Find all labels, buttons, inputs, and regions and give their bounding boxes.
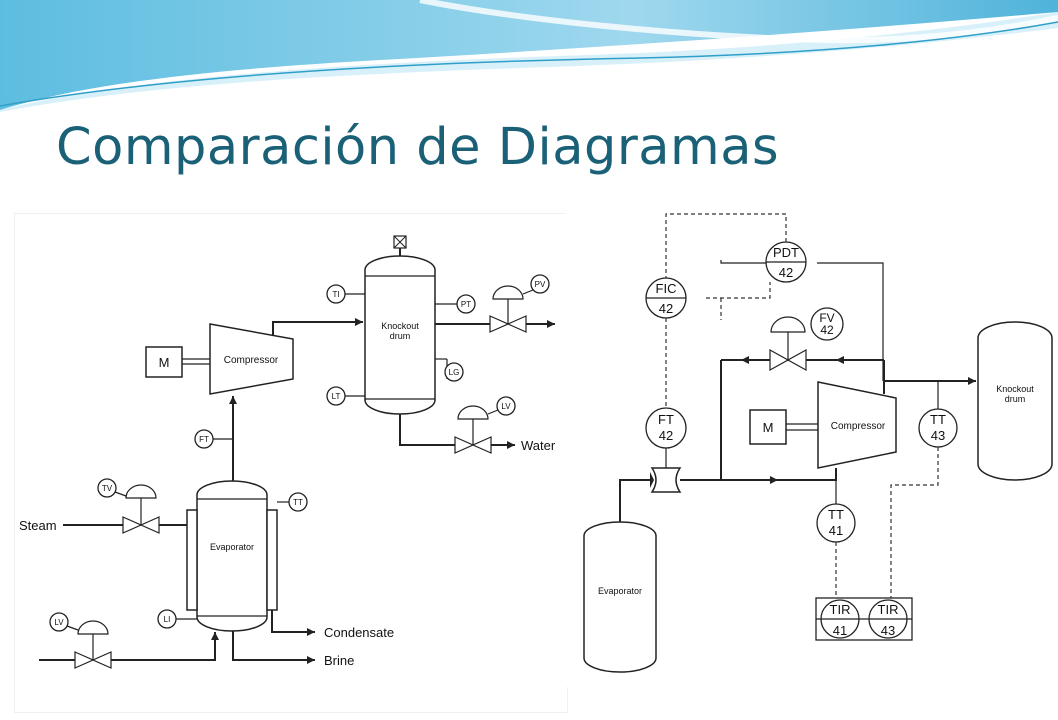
pdt-number: 42 <box>779 265 793 280</box>
pv-instrument-bubble <box>530 274 550 294</box>
compressor-shape <box>209 323 294 395</box>
ti-instrument-bubble <box>326 284 346 304</box>
fv-valve-body-right <box>786 348 807 372</box>
ti-tag: TI <box>332 290 339 299</box>
lv-feed-actuator-icon <box>77 620 109 635</box>
pv-valve-body-left <box>489 315 510 333</box>
fv-actuator-icon <box>770 316 806 333</box>
lv-drum-tag: LV <box>501 402 511 411</box>
tt43-tag: TT <box>930 412 946 427</box>
evaporator-vessel <box>196 480 268 632</box>
pv-tag: PV <box>535 280 546 289</box>
tt-instrument-bubble <box>288 492 308 512</box>
lt-tag: LT <box>332 392 341 401</box>
knockout-drum-label-2: drum <box>390 331 411 341</box>
tv-tag: TV <box>102 484 113 493</box>
tt43-number: 43 <box>931 428 945 443</box>
fv-valve-body-left <box>769 348 790 372</box>
lv-feed-tag: LV <box>54 618 64 627</box>
evaporator-label: Evaporator <box>598 586 642 596</box>
brine-stream-label: Brine <box>324 653 354 668</box>
lv-drum-actuator-icon <box>457 405 489 420</box>
lg-instrument-bubble <box>444 362 464 382</box>
fv-tag: FV <box>819 311 834 325</box>
pid-diagram-left: Knockout drum Compressor M Evaporator FT… <box>14 213 568 713</box>
motor-label: M <box>159 355 170 370</box>
pid-diagram-right-canvas: Knockout drum Evaporator Compressor M FV… <box>583 213 1053 673</box>
motor-box <box>749 409 787 445</box>
tt41-number: 41 <box>829 523 843 538</box>
ft-tag: FT <box>199 435 209 444</box>
tir41-number: 41 <box>833 623 847 638</box>
tt41-tag: TT <box>828 507 844 522</box>
motor-box <box>145 346 183 378</box>
tir43-tag: TIR <box>878 602 899 617</box>
water-stream-label: Water <box>521 438 556 453</box>
tv-actuator-icon <box>125 484 157 499</box>
flow-element-icon <box>650 467 682 493</box>
pt-tag: PT <box>461 300 471 309</box>
li-tag: LI <box>164 615 171 624</box>
motor-label: M <box>763 420 774 435</box>
ft-number: 42 <box>659 428 673 443</box>
compressor-label: Compressor <box>831 421 886 432</box>
lv-drum-instrument-bubble <box>496 396 516 416</box>
slide-title: Comparación de Diagramas <box>56 118 780 177</box>
condensate-stream-label: Condensate <box>324 625 394 640</box>
compressor-shape <box>817 381 897 469</box>
knockout-drum-label-2: drum <box>1005 394 1026 404</box>
knockout-drum-label-1: Knockout <box>381 321 419 331</box>
lg-tag: LG <box>449 368 460 377</box>
pid-diagram-right: Knockout drum Evaporator Compressor M FV… <box>566 200 1058 687</box>
pt-instrument-bubble <box>456 294 476 314</box>
pdt-tag: PDT <box>773 245 799 260</box>
steam-stream-label: Steam <box>19 518 57 533</box>
fic-number: 42 <box>659 301 673 316</box>
tt-tag: TT <box>293 498 303 507</box>
pv-valve-body-right <box>506 315 527 333</box>
evaporator-vessel <box>583 521 657 673</box>
ft-tag: FT <box>658 412 674 427</box>
knockout-drum-label-1: Knockout <box>996 384 1034 394</box>
fic-tag: FIC <box>656 281 677 296</box>
evaporator-label: Evaporator <box>210 542 254 552</box>
pv-actuator-icon <box>492 285 524 300</box>
fv-number: 42 <box>820 323 834 337</box>
lt-instrument-bubble <box>326 386 346 406</box>
pid-diagram-left-canvas: Knockout drum Compressor M Evaporator FT… <box>19 235 556 669</box>
lv-feed-instrument-bubble <box>49 612 69 632</box>
tir43-number: 43 <box>881 623 895 638</box>
header-wave-banner <box>0 0 1058 112</box>
ft-instrument-bubble <box>194 429 214 449</box>
tv-instrument-bubble <box>97 478 117 498</box>
compressor-label: Compressor <box>224 355 279 366</box>
knockout-drum-vessel <box>977 321 1053 481</box>
li-instrument-bubble <box>157 609 177 629</box>
tir41-tag: TIR <box>830 602 851 617</box>
fv-instrument-bubble <box>810 307 844 341</box>
